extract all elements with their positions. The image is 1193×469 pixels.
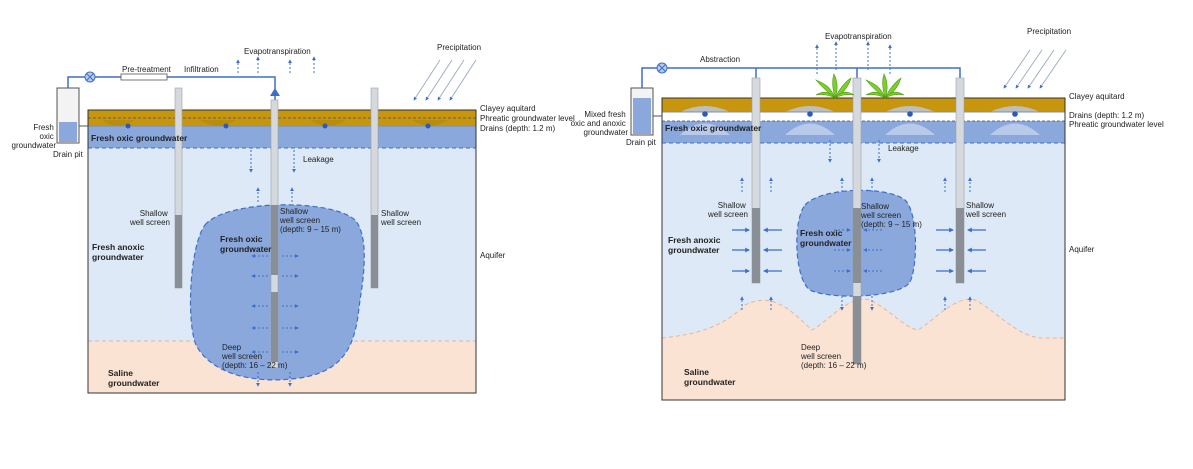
right-panel: Evapotranspiration Precipitation Abstrac… — [571, 27, 1164, 401]
left-saline-label: Saline groundwater — [108, 368, 160, 388]
left-deep-label: Deep well screen (depth: 16 – 22 m) — [221, 343, 288, 370]
left-clayey-aquitard — [88, 110, 476, 126]
drain-icon — [322, 123, 328, 129]
right-aquifer-label: Aquifer — [1069, 245, 1095, 254]
left-infiltration-pipe — [67, 76, 276, 110]
right-shallow-right-label: Shallow well screen — [965, 201, 1006, 219]
left-evapotranspiration-label: Evapotranspiration — [244, 47, 311, 56]
drain-icon — [807, 111, 813, 117]
left-drain-pit-label: Drain pit — [53, 150, 84, 159]
left-shallow-right-label: Shallow well screen — [380, 209, 421, 227]
left-infiltration-label: Infiltration — [184, 65, 219, 74]
right-phreatic-label: Phreatic groundwater level — [1069, 120, 1164, 129]
right-precipitation-label: Precipitation — [1027, 27, 1071, 36]
drain-icon — [702, 111, 708, 117]
right-abstraction-pipe — [641, 67, 961, 88]
left-drains-label: Drains (depth: 1.2 m) — [480, 124, 555, 133]
left-shallow-left-label: Shallow well screen — [129, 209, 170, 227]
right-abstraction-label: Abstraction — [700, 55, 740, 64]
left-leakage-label: Leakage — [303, 155, 334, 164]
left-fresh-anoxic-label: Fresh anoxic groundwater — [92, 242, 147, 262]
drain-icon — [1012, 111, 1018, 117]
left-aquifer-label: Aquifer — [480, 251, 506, 260]
left-precipitation-label: Precipitation — [437, 43, 481, 52]
right-drains-label: Drains (depth: 1.2 m) — [1069, 111, 1144, 120]
right-shallow-left-label: Shallow well screen — [707, 201, 748, 219]
left-phreatic-label: Phreatic groundwater level — [480, 114, 575, 123]
vegetation-icon — [815, 73, 905, 100]
left-clayey-aquitard-label: Clayey aquitard — [480, 104, 536, 113]
right-fresh-oxic-groundwater-label: Fresh oxic groundwater — [665, 123, 762, 133]
drain-icon — [425, 123, 431, 129]
right-clayey-aquitard-label: Clayey aquitard — [1069, 92, 1125, 101]
left-fresh-oxic-layer — [88, 126, 476, 148]
left-shallow-center-label: Shallow well screen (depth: 9 – 15 m) — [279, 207, 341, 234]
right-saline-label: Saline groundwater — [684, 367, 736, 387]
right-fresh-anoxic-label: Fresh anoxic groundwater — [668, 235, 723, 255]
pretreatment-box — [120, 73, 168, 81]
right-drain-pit-label: Drain pit — [626, 138, 657, 147]
right-leakage-label: Leakage — [888, 144, 919, 153]
right-deep-label: Deep well screen (depth: 16 – 22 m) — [800, 343, 867, 370]
drain-icon — [223, 123, 229, 129]
right-side-mixed-label: Mixed fresh oxic and anoxic groundwater — [571, 110, 629, 137]
left-pretreatment-label: Pre-treatment — [122, 65, 172, 74]
drain-icon — [125, 123, 131, 129]
right-shallow-center-label: Shallow well screen (depth: 9 – 15 m) — [860, 202, 922, 229]
right-evapotranspiration-label: Evapotranspiration — [825, 32, 892, 41]
left-panel: Evapotranspiration Precipitation Pre-tre… — [12, 43, 575, 394]
left-fresh-oxic-groundwater-label: Fresh oxic groundwater — [91, 133, 188, 143]
drain-icon — [907, 111, 913, 117]
left-side-fresh-oxic-label: Fresh oxic groundwater — [12, 123, 57, 150]
left-fresh-oxic-bubble-label: Fresh oxic groundwater — [220, 234, 272, 254]
right-saline-layer — [662, 299, 1065, 400]
right-fresh-oxic-bubble-label: Fresh oxic groundwater — [800, 228, 852, 248]
